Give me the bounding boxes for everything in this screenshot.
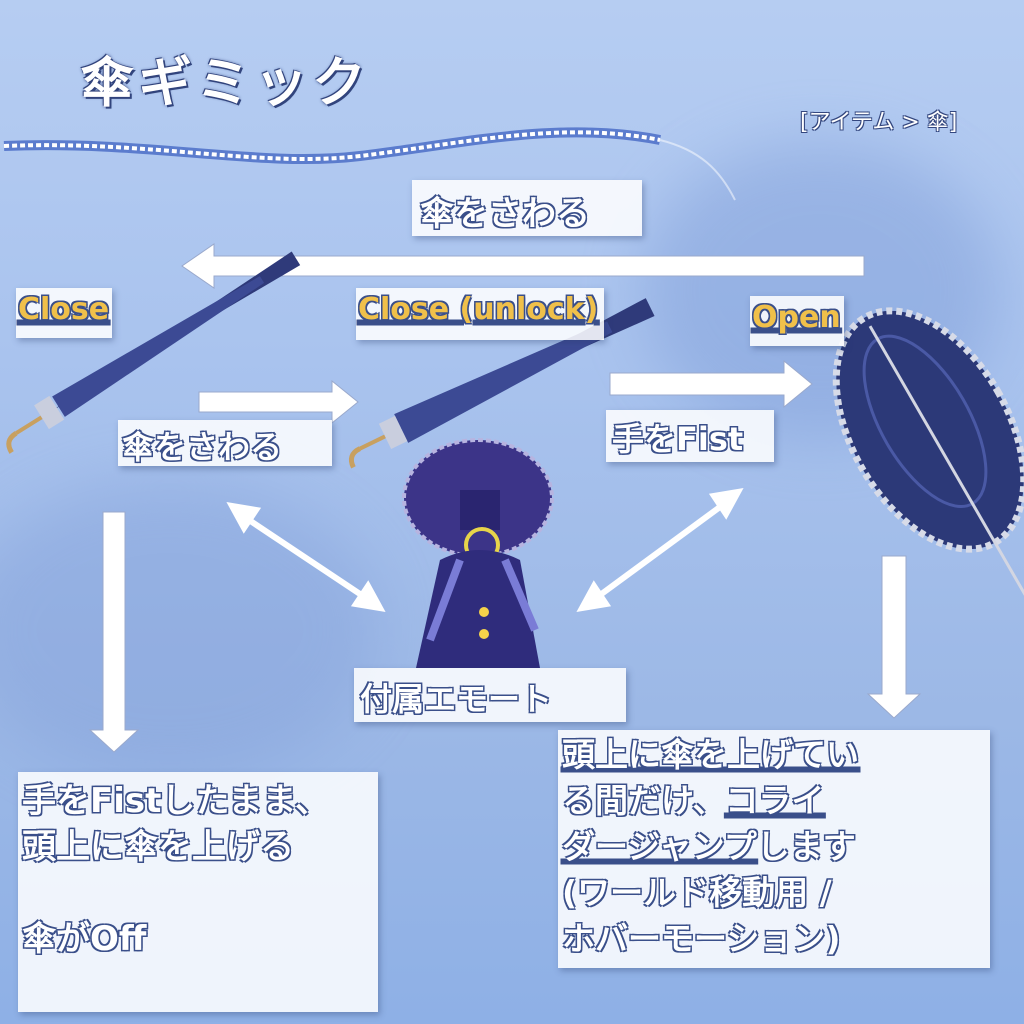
arrow-close-to-unlock [198,379,359,425]
background-blur [0,480,380,780]
arrow-open-to-close [181,243,865,289]
action-emote-box: 付属エモート [354,668,626,722]
breadcrumb: [アイテム > 傘] [800,110,958,135]
umbrella-open-icon [832,307,1024,604]
note-right-box: 頭上に傘を上げてい る間だけ、コライ ダージャンプします (ワールド移動用 / … [558,730,990,968]
note-right-line3b: します [756,827,856,866]
action-touch-left-label: 傘をさわる [122,428,283,466]
state-open-box: Open [750,296,844,346]
double-arrows [226,488,744,612]
arrow-emote-right [594,501,726,601]
note-right-line2a: る間だけ、 [562,781,726,820]
action-touch-left-box: 傘をさわる [118,420,332,466]
note-right-line3a: ダージャンプ [562,827,757,866]
action-touch-top-label: 傘をさわる [420,194,590,234]
note-right-line5: ホバーモーション) [562,919,841,958]
action-fist-box: 手をFist [606,410,774,462]
action-fist-label: 手をFist [612,420,744,458]
note-right-line2b: コライ [725,781,825,820]
action-emote-label: 付属エモート [360,680,553,718]
note-right-line4: (ワールド移動用 / [562,873,832,912]
arrow-open-down [866,555,922,719]
arrow-emote-left [244,515,368,601]
note-left-line3: 傘がOff [22,919,147,959]
state-open-label: Open [752,300,841,335]
state-close-label: Close [18,292,110,327]
umbrella-closed-icon [6,251,301,454]
page-title: 傘ギミック [80,51,370,114]
state-close-unlock-label: Close (unlock) [358,292,599,327]
note-left-line2: 頭上に傘を上げる [22,827,294,867]
arrow-close-down [88,511,140,753]
arrow-unlock-to-open [609,359,813,409]
state-close-box: Close [16,288,112,338]
character-figure-icon [402,438,554,668]
action-touch-top-box: 傘をさわる [412,180,642,236]
note-left-box: 手をFistしたまま、 頭上に傘を上げる 傘がOff [18,772,378,1012]
note-right-line1: 頭上に傘を上げてい [562,735,859,774]
state-close-unlock-box: Close (unlock) [356,288,604,340]
note-left-line1: 手をFistしたまま、 [22,781,329,821]
